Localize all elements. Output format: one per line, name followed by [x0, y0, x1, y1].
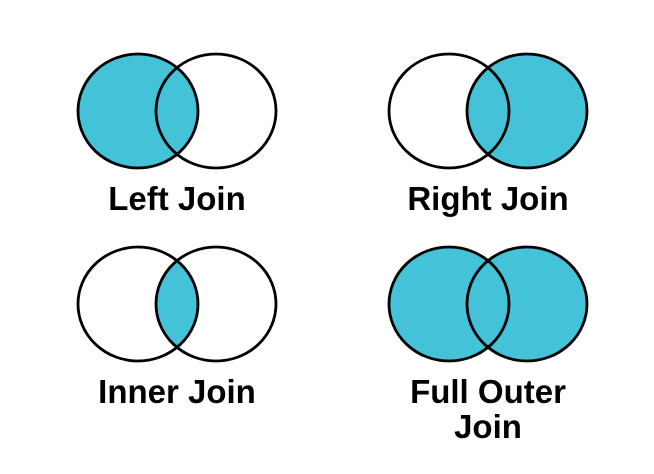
left-circle-outline [76, 245, 200, 363]
right-circle-outline [465, 245, 589, 363]
full-outer-join-venn-diagram [387, 245, 589, 363]
right-circle-fill [467, 54, 587, 168]
inner-join-label-text: Inner Join [98, 373, 256, 410]
left-join-label: Left Join [108, 181, 246, 216]
left-circle-outline [387, 52, 511, 170]
left-circle-outline [76, 52, 200, 170]
full-outer-join-label-line1: Full Outer [410, 373, 566, 410]
right-circle-outline [154, 245, 278, 363]
right-circle-fill [467, 247, 587, 361]
left-circle-fill [78, 54, 198, 168]
inner-join-label: Inner Join [98, 374, 256, 409]
left-circle-outline [387, 245, 511, 363]
venn-right-join: Right Join [373, 50, 603, 216]
right-join-label-text: Right Join [407, 180, 569, 217]
left-join-venn-diagram [76, 52, 278, 170]
right-circle-outline [465, 52, 589, 170]
right-join-venn-diagram [387, 52, 589, 170]
intersection-fill [156, 247, 198, 361]
right-join-label: Right Join [407, 181, 568, 216]
full-outer-join-label-line2: Join [454, 408, 522, 445]
left-join-label-text: Left Join [108, 180, 246, 217]
right-circle-outline [154, 52, 278, 170]
venn-left-join: Left Join [62, 50, 292, 216]
venn-full-outer-join: Full Outer Join [373, 243, 603, 444]
full-outer-join-label: Full Outer Join [410, 374, 566, 444]
inner-join-venn-diagram [76, 245, 278, 363]
venn-inner-join: Inner Join [62, 243, 292, 409]
